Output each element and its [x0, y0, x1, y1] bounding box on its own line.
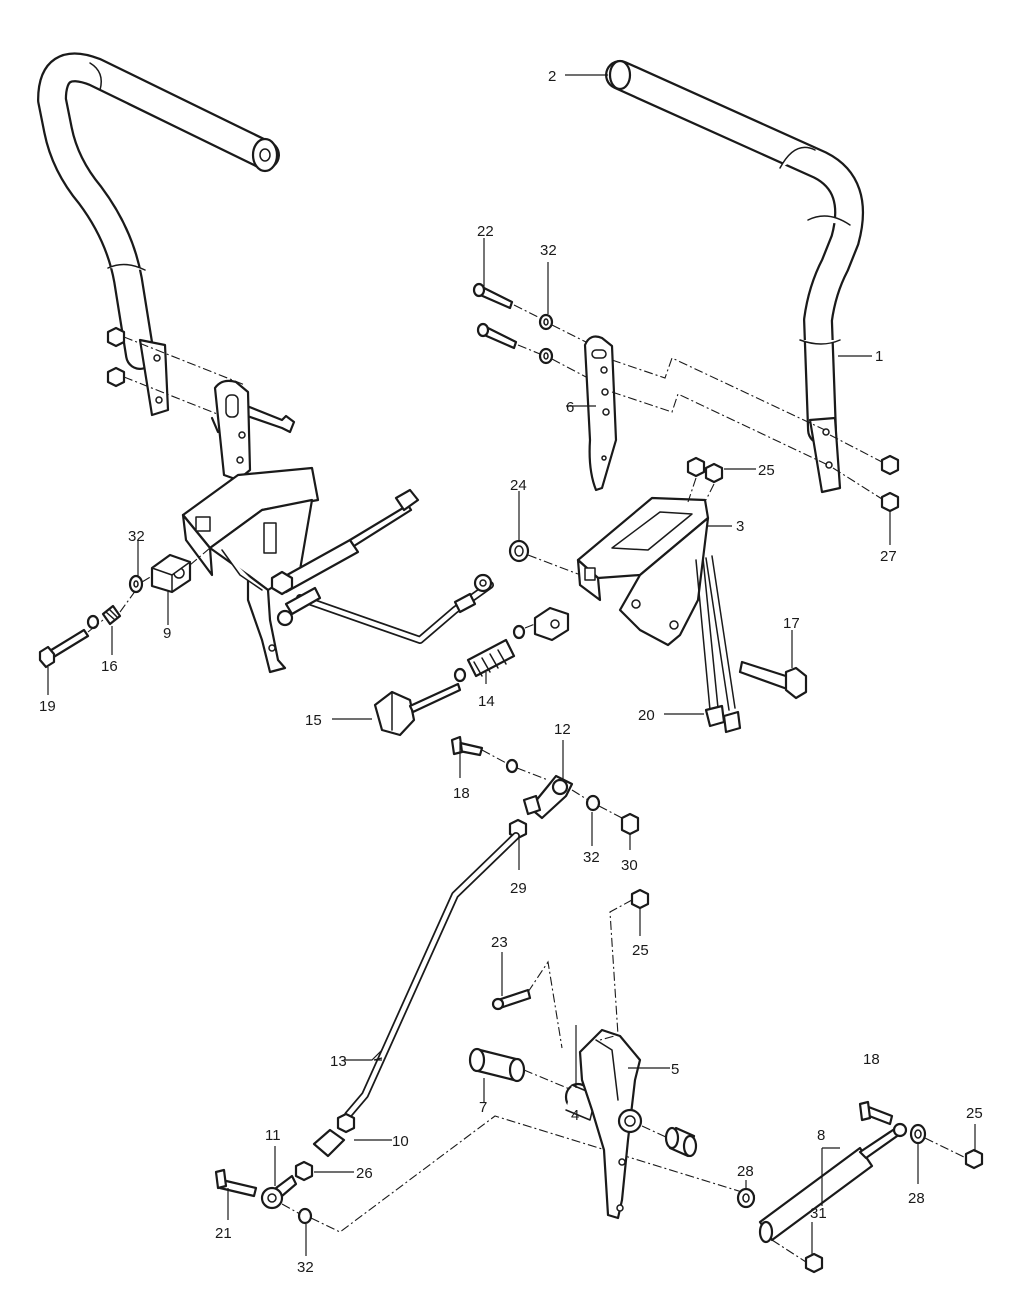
right-zigzag-dashes [611, 357, 829, 466]
part-6-adjust-plate [583, 335, 618, 492]
callout-11: 11 [265, 1127, 281, 1144]
callout-25b: 25 [632, 942, 649, 959]
callout-32b: 32 [540, 242, 557, 259]
part-23-pin [491, 960, 563, 1049]
left-linkage-rod [284, 573, 494, 644]
part-24-nut [508, 539, 579, 575]
part-10-26-coupler [294, 1112, 356, 1182]
callout-4: 4 [571, 1107, 579, 1124]
part-25-nut-right [964, 1148, 984, 1170]
part-32-30-washer-nut [571, 789, 640, 836]
callout-10: 10 [392, 1133, 409, 1150]
callout-25c: 25 [966, 1105, 983, 1122]
part-22-bolts [472, 282, 518, 350]
part-12-rod-end [522, 774, 574, 820]
right-bushing-cap [641, 1125, 698, 1158]
callout-29: 29 [510, 880, 527, 897]
callout-7: 7 [479, 1099, 487, 1116]
part-31-nut [771, 1239, 824, 1274]
part-13-rod [344, 832, 520, 1119]
part-5-lever [578, 1028, 643, 1220]
callout-24: 24 [510, 477, 527, 494]
part-3-bracket [576, 496, 710, 647]
callout-2: 2 [548, 68, 556, 85]
callout-32c: 32 [583, 849, 600, 866]
callout-5: 5 [671, 1061, 679, 1078]
callout-22: 22 [477, 223, 494, 240]
callout-31: 31 [810, 1205, 827, 1222]
callout-18a: 18 [453, 785, 470, 802]
callout-21: 21 [215, 1225, 232, 1242]
callout-12: 12 [554, 721, 571, 738]
left-adjust-plate [213, 379, 252, 482]
callout-19: 19 [39, 698, 56, 715]
callout-27: 27 [880, 548, 897, 565]
callout-6: 6 [566, 399, 574, 416]
left-handle-nuts [106, 326, 246, 426]
part-7-bushing [468, 1047, 573, 1091]
leader-lines [47, 74, 976, 1256]
left-control-bracket [181, 466, 320, 674]
left-handle-bar [37, 52, 280, 417]
part-20-screws [695, 555, 742, 734]
gas-spring-left [270, 488, 420, 596]
callout-13: 13 [330, 1053, 347, 1070]
callout-3: 3 [736, 518, 744, 535]
callout-30: 30 [621, 857, 638, 874]
part-15-knob [373, 682, 462, 737]
callout-1: 1 [875, 348, 883, 365]
callout-28b: 28 [908, 1190, 925, 1207]
callout-26: 26 [356, 1165, 373, 1182]
callout-28a: 28 [737, 1163, 754, 1180]
callout-18b: 18 [863, 1051, 880, 1068]
callout-15: 15 [305, 712, 322, 729]
part-16-spring-small [101, 604, 122, 626]
part-25-nuts-top [686, 456, 724, 503]
part-25-nut-middle [599, 888, 650, 1041]
callout-32a: 32 [128, 528, 145, 545]
callout-9: 9 [163, 625, 171, 642]
callout-14: 14 [478, 693, 495, 710]
callout-25a: 25 [758, 462, 775, 479]
callout-23: 23 [491, 934, 508, 951]
part-8-gas-spring [758, 1122, 908, 1244]
callouts: 1 2 3 4 5 6 7 8 9 10 11 12 13 14 15 16 1… [39, 68, 983, 1276]
part-28-washers [736, 1123, 967, 1209]
callout-8: 8 [817, 1127, 825, 1144]
part-9-clamp-block [150, 553, 192, 594]
right-handle-nuts [829, 434, 900, 513]
right-handle-bar [605, 59, 865, 494]
part-19-bolt-left [38, 547, 211, 669]
callout-32d: 32 [297, 1259, 314, 1276]
part-32-washer-left [128, 574, 144, 594]
part-21-bolt [214, 1168, 258, 1198]
part-14-spring-assembly [453, 606, 570, 683]
part-17-bolt [738, 660, 808, 700]
part-11-rod-end [260, 1174, 298, 1210]
part-32-washers-right [513, 304, 589, 378]
callout-17: 17 [783, 615, 800, 632]
callout-16: 16 [101, 658, 118, 675]
part-18-bolt-middle [450, 735, 549, 781]
part-18-bolt-right [858, 1100, 894, 1126]
callout-20: 20 [638, 707, 655, 724]
